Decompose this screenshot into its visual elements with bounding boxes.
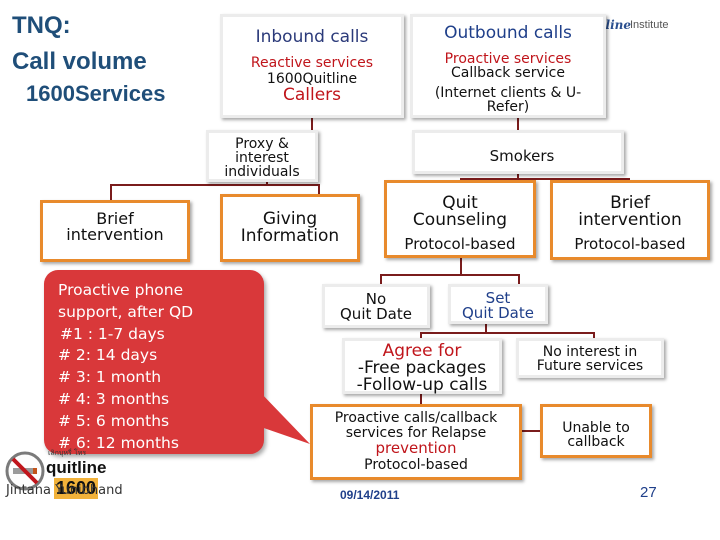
unable-line-1: Unable to: [562, 420, 630, 436]
brief-right-line-2: intervention: [578, 210, 682, 230]
connector-proxy-down: [266, 180, 268, 186]
no-interest-box: No interest in Future services: [516, 338, 664, 378]
connector-to-nointerest: [593, 332, 595, 340]
unable-line-2: callback: [567, 434, 625, 450]
outbound-callback-service: Callback service: [450, 65, 565, 81]
smokers-box: Smokers: [412, 130, 624, 174]
slide-date: 09/14/2011: [340, 488, 400, 502]
connector-quit-down: [460, 258, 462, 274]
quit-counseling-box: Quit Counseling Protocol-based: [384, 180, 536, 258]
quit-counseling-line-1: Quit: [442, 193, 478, 213]
unable-callback-box: Unable to callback: [540, 404, 652, 458]
agree-for-line-3: -Follow-up calls: [356, 375, 488, 395]
connector-to-setquit: [518, 274, 520, 286]
connector-inbound-proxy: [311, 118, 313, 132]
connector-proxy-bar: [110, 184, 320, 186]
set-quit-date-box: Set Quit Date: [448, 284, 548, 324]
callout-text: Proactive phone support, after QD #1 : 1…: [58, 280, 268, 454]
callout-line: # 2: 14 days: [58, 346, 158, 365]
quitline-logo-word: quitline: [46, 458, 107, 477]
inbound-calls-box: Inbound calls Reactive services 1600Quit…: [220, 14, 404, 118]
relapse-line-1: Proactive calls/callback: [334, 410, 498, 426]
title-line-1: TNQ:: [12, 12, 71, 39]
connector-setquit-down: [485, 322, 487, 332]
quit-counseling-protocol: Protocol-based: [404, 235, 516, 253]
proxy-line-1: Proxy &: [235, 136, 289, 152]
quitline-logo-thai: เลิกบุหรี่ โทร: [48, 449, 87, 457]
author-name: Jintana Yunibhand: [6, 483, 123, 498]
agree-for-box: Agree for -Free packages -Follow-up call…: [342, 338, 502, 394]
callout-line: # 3: 1 month: [58, 368, 162, 387]
callout-line: Proactive phone: [58, 281, 184, 299]
title-line-2: Call volume: [12, 47, 147, 75]
connector-outbound-smokers: [517, 118, 519, 130]
slide-title: TNQ: Call volume 1600Services: [12, 12, 165, 106]
smokers-label: Smokers: [489, 147, 555, 165]
institute-logo: tline Institute: [600, 18, 690, 38]
brief-right-line-1: Brief: [610, 193, 650, 213]
page-number: 27: [640, 484, 657, 501]
agree-for-line-1: Agree for: [382, 341, 462, 361]
outbound-proactive-services: Proactive services: [444, 51, 572, 67]
no-interest-line-1: No interest in: [542, 344, 638, 360]
relapse-line-4: Protocol-based: [364, 457, 468, 473]
outbound-internet-clients: (Internet clients & U-: [434, 85, 582, 101]
proxy-box: Proxy & interest individuals: [206, 130, 318, 182]
giving-information-box: Giving Information: [220, 194, 360, 262]
title-line-3: 1600Services: [26, 81, 166, 107]
callout-line: # 4: 3 months: [58, 389, 170, 408]
connector-smokers-bar: [460, 178, 630, 180]
inbound-reactive-services: Reactive services: [250, 55, 374, 71]
institute-logo-mark: tline: [600, 18, 632, 32]
connector-smokers-down: [517, 172, 519, 180]
connector-to-brief-left: [110, 184, 112, 202]
brief-left-line-1: Brief: [96, 209, 134, 228]
relapse-line-2: services for Relapse: [345, 425, 487, 441]
no-interest-line-2: Future services: [536, 358, 644, 374]
outbound-refer: Refer): [486, 99, 530, 115]
proxy-line-3: individuals: [224, 164, 300, 180]
brief-right-protocol: Protocol-based: [574, 235, 686, 253]
connector-relapse-unable: [520, 430, 542, 432]
connector-agree-down: [420, 392, 422, 404]
no-quit-date-line-2: Quit Date: [340, 305, 412, 323]
callout-bubble: [44, 270, 264, 454]
connector-quit-bar: [380, 274, 520, 276]
brief-left-line-2: intervention: [66, 225, 164, 244]
callout-line: support, after QD: [58, 302, 194, 321]
proxy-line-2: interest: [235, 150, 289, 166]
giving-line-1: Giving: [262, 209, 318, 229]
callout-line: #1 : 1-7 days: [60, 324, 165, 343]
connector-setquit-bar: [420, 332, 595, 334]
relapse-line-3: prevention: [375, 439, 457, 457]
outbound-calls-title: Outbound calls: [444, 23, 572, 43]
institute-text: Institute: [630, 19, 669, 31]
no-quit-date-box: No Quit Date: [322, 284, 430, 328]
callout-pointer: [258, 390, 310, 444]
relapse-prevention-box: Proactive calls/callback services for Re…: [310, 404, 522, 480]
quitline-logo: เลิกบุหรี่ โทร quitline 1600: [2, 446, 106, 502]
set-quit-date-line-1: Set: [485, 289, 511, 307]
callout-line: # 6: 12 months: [58, 433, 179, 452]
inbound-quitline: 1600Quitline: [266, 71, 358, 87]
inbound-calls-title: Inbound calls: [255, 27, 369, 47]
connector-to-giving: [318, 184, 320, 196]
connector-to-agree: [420, 332, 422, 340]
no-quit-date-line-1: No: [365, 290, 387, 308]
quitline-logo-number: 1600: [54, 478, 99, 499]
brief-intervention-right-box: Brief intervention Protocol-based: [550, 180, 710, 260]
giving-line-2: Information: [240, 226, 340, 246]
quit-counseling-line-2: Counseling: [412, 210, 508, 230]
inbound-callers: Callers: [282, 85, 342, 105]
brief-intervention-left-box: Brief intervention: [40, 200, 190, 262]
connector-to-noquit: [380, 274, 382, 286]
callout-line: # 5: 6 months: [58, 411, 170, 430]
outbound-calls-box: Outbound calls Proactive services Callba…: [410, 14, 606, 118]
no-smoking-icon: [5, 451, 45, 491]
agree-for-line-2: -Free packages: [357, 358, 487, 378]
set-quit-date-line-2: Quit Date: [462, 304, 534, 322]
